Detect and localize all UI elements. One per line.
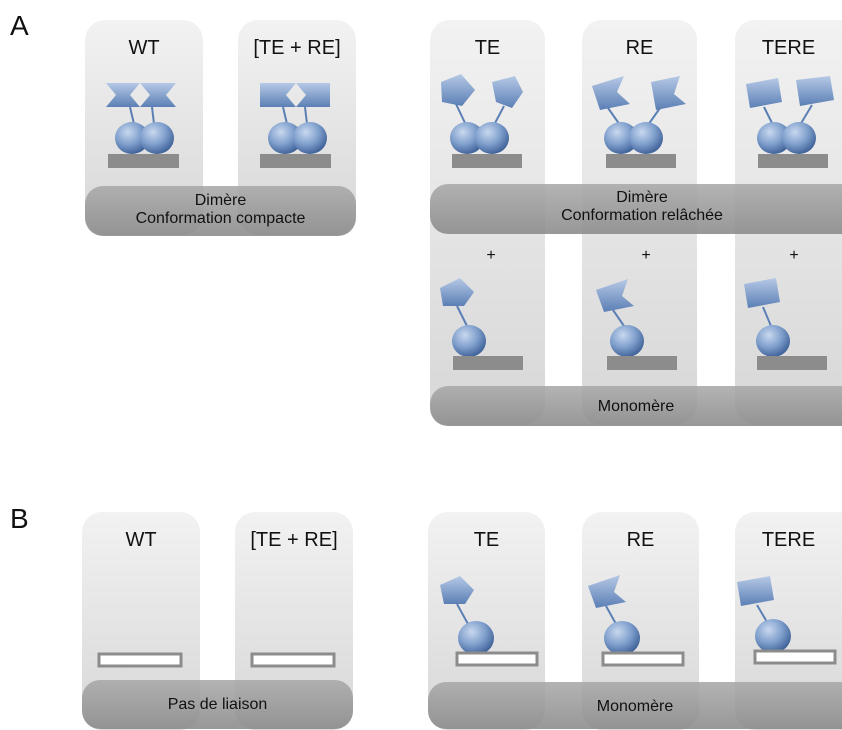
te-re-protein-body-right [293,122,327,154]
te-domain-right [492,76,523,108]
panel-a-letter: A [10,10,29,41]
wt-dna [108,154,179,168]
panel-b-te-label: TE [473,529,500,551]
panel-a-monomer-label: Monomère [597,398,675,415]
compact-dimer-line1: Dimère [194,192,247,209]
panel-b-tere-label: TERE [761,529,816,551]
panel-a-tere-label: TERE [761,37,816,59]
plus-tere: + [789,247,799,264]
tere-monomer-b [737,576,837,665]
compact-dimer-band [85,186,356,236]
wt-protein-body-right [140,122,174,154]
wt-chevron-domain-left [106,83,140,107]
wt-protein-body-left [115,122,149,154]
panel-a-te-re-label: [TE + RE] [253,37,341,59]
panel-b-monomer-label: Monomère [596,698,674,715]
relaxed-dimer-line1: Dimère [616,189,668,206]
te-re-domain-right [296,83,330,107]
te-monomer-b [440,576,539,667]
plus-re: + [641,247,651,264]
panel-b-monomer-band [428,682,842,729]
panel-b-wt-label: WT [125,529,157,551]
panel-b-wt-empty-dna [97,652,183,668]
panel-a-monomer-band [430,386,842,426]
panel-a-wt-label: WT [128,37,160,59]
tere-domain-right [796,76,834,106]
te-re-protein-body-left [268,122,302,154]
re-monomer-a [596,279,677,370]
te-monomer-a [440,278,523,370]
plus-te: + [486,247,496,264]
compact-dimer-line2: Conformation compacte [135,210,306,227]
re-relaxed-dimer [592,76,686,168]
wt-chevron-domain-right [140,83,176,107]
te-domain-left [441,74,475,106]
panel-a-te-label: TE [474,37,501,59]
no-binding-band [82,680,353,729]
wt-compact-dimer [106,83,179,168]
panel-b-letter: B [10,503,29,534]
panel-b-re-label: RE [626,529,655,551]
no-binding-label: Pas de liaison [167,696,268,713]
te-re-dna [260,154,331,168]
tere-monomer-a [744,278,827,370]
relaxed-dimer-band [430,184,842,234]
re-monomer-b [588,575,685,667]
tere-domain-left [746,78,782,108]
te-relaxed-dimer [441,74,523,168]
re-dimer-dna [606,154,676,168]
panel-a-re-label: RE [625,37,654,59]
tere-dimer-dna [758,154,828,168]
te-re-compact-dimer [260,83,331,168]
re-domain-left [592,76,630,110]
panel-b-te-re-empty-dna [250,652,336,668]
panel-b-te-re-label: [TE + RE] [250,529,338,551]
re-domain-right [651,76,686,110]
te-dimer-dna [452,154,522,168]
tere-relaxed-dimer [746,76,834,168]
relaxed-dimer-line2: Conformation relâchée [561,207,723,224]
te-re-domain-left [260,83,296,107]
